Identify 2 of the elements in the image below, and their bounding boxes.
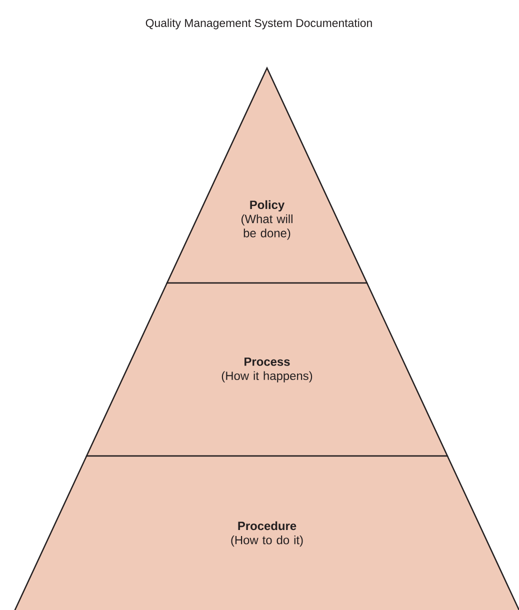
title: Quality Management System Documentation (146, 18, 372, 30)
pyramid-tier: Process (How it happens) (86, 282, 448, 457)
